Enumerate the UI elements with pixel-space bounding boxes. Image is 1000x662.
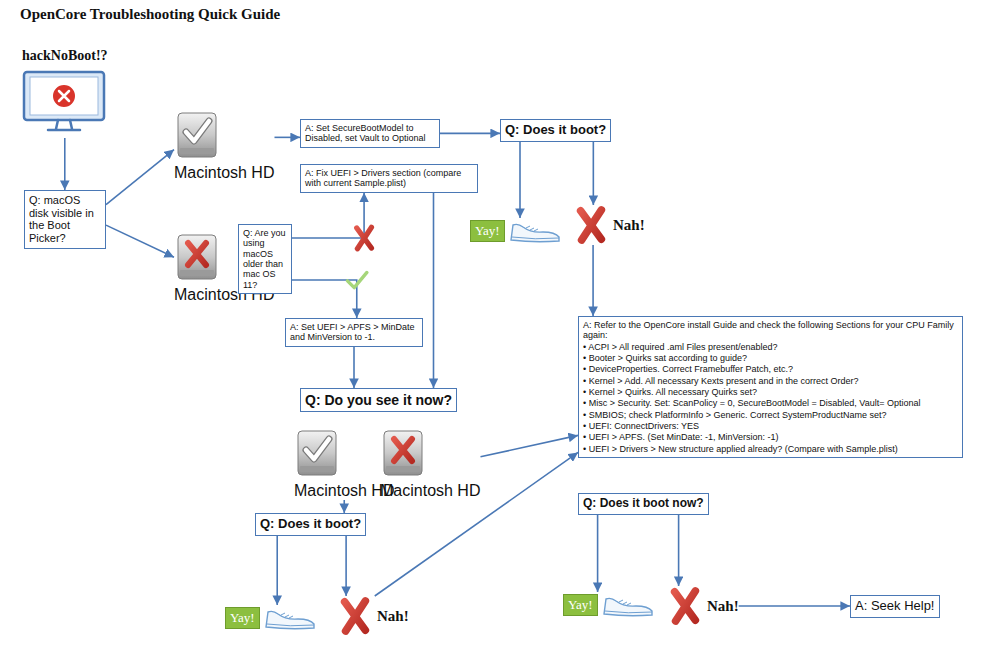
process-box: A: Refer to the OpenCore install Guide a… xyxy=(578,316,963,458)
disk-icon xyxy=(174,110,220,160)
monitor-icon-node: hackNoBoot!? xyxy=(22,48,108,138)
box-text: • Kernel > Add. All necessary Kexts pres… xyxy=(583,376,958,386)
process-box: Q: Does it boot? xyxy=(255,513,366,536)
flow-arrow xyxy=(292,280,357,318)
red-x-icon xyxy=(574,205,608,245)
monitor-icon xyxy=(22,70,106,134)
node-label: Yay! xyxy=(563,594,598,616)
process-box: A: Set SecureBootModel to Disabled, set … xyxy=(300,119,440,148)
shoe-icon xyxy=(509,218,561,244)
disk-ok-node: Macintosh HD xyxy=(174,110,274,182)
box-text: Q: Are you using macOS older than mac OS… xyxy=(243,228,287,290)
box-text: • ACPI > All required .aml Files present… xyxy=(583,342,958,352)
flow-arrow xyxy=(597,515,599,592)
process-box: A: Fix UEFI > Drivers section (compare w… xyxy=(300,164,478,193)
failure-mark: Nah! xyxy=(574,205,645,245)
box-text: Q: Do you see it now? xyxy=(305,392,452,408)
box-text: Q: Does it boot? xyxy=(260,517,361,532)
shoe-icon xyxy=(602,592,654,618)
box-text: A: Set SecureBootModel to Disabled, set … xyxy=(305,123,435,144)
process-box: A: Seek Help! xyxy=(850,595,940,618)
failure-mark: Nah! xyxy=(668,586,739,626)
shoe-icon xyxy=(264,605,316,631)
process-box: Q: macOS disk visible in the Boot Picker… xyxy=(24,190,106,249)
success-badge: Yay! xyxy=(563,592,654,618)
process-box: Q: Does it boot now? xyxy=(578,493,709,515)
box-text: • UEFI > Drivers > New structure applied… xyxy=(583,444,958,454)
flow-arrow xyxy=(593,142,595,205)
flow-arrow xyxy=(480,435,578,456)
box-text: A: Fix UEFI > Drivers section (compare w… xyxy=(305,168,473,189)
process-box: Q: Are you using macOS older than mac OS… xyxy=(238,224,292,294)
box-text: A: Set UEFI > APFS > MinDate and MinVers… xyxy=(290,322,418,343)
process-box: Q: Does it boot? xyxy=(500,119,611,142)
flow-arrow xyxy=(433,193,435,388)
flow-arrow xyxy=(739,605,850,607)
red-x-icon xyxy=(338,596,372,636)
flow-arrow xyxy=(519,142,521,218)
flow-arrow xyxy=(106,225,174,257)
flow-arrow xyxy=(64,138,66,190)
flow-arrow xyxy=(440,133,500,135)
flow-arrow xyxy=(106,150,174,205)
node-label: hackNoBoot!? xyxy=(22,48,108,64)
no-mark xyxy=(357,227,372,248)
node-label: Macintosh HD xyxy=(294,482,394,500)
box-text: • DeviceProperties. Correct Framebuffer … xyxy=(583,364,958,374)
box-text: • UEFI: ConnectDrivers: YES xyxy=(583,421,958,431)
process-box: A: Set UEFI > APFS > MinDate and MinVers… xyxy=(285,318,423,347)
node-label: Macintosh HD xyxy=(380,482,480,500)
box-text: Q: Does it boot now? xyxy=(583,497,704,511)
disk-icon xyxy=(294,428,340,478)
node-label: Nah! xyxy=(613,217,645,234)
disk-ok-node: Macintosh HD xyxy=(294,428,394,500)
box-text: A: Refer to the OpenCore install Guide a… xyxy=(583,320,958,341)
box-text: • Kernel > Quirks. All necessary Quirks … xyxy=(583,387,958,397)
flow-arrow xyxy=(592,245,594,316)
node-label: Macintosh HD xyxy=(174,164,274,182)
process-box: Q: Do you see it now? xyxy=(300,388,457,412)
failure-mark: Nah! xyxy=(338,596,409,636)
disk-icon xyxy=(380,428,426,478)
node-label: Nah! xyxy=(707,598,739,615)
flow-arrow xyxy=(343,500,345,513)
disk-icon xyxy=(174,232,220,282)
flow-arrow xyxy=(678,515,680,586)
disk-missing-node: Macintosh HD xyxy=(380,428,480,500)
success-badge: Yay! xyxy=(225,605,316,631)
box-text: • Misc > Security. Set: ScanPolicy = 0, … xyxy=(583,398,958,408)
flow-arrow xyxy=(276,536,278,605)
box-text: Q: Does it boot? xyxy=(505,123,606,138)
box-text: • Booter > Quirks sat according to guide… xyxy=(583,353,958,363)
success-badge: Yay! xyxy=(470,218,561,244)
node-label: Nah! xyxy=(377,608,409,625)
diagram-title: OpenCore Troubleshooting Quick Guide xyxy=(20,6,280,23)
red-x-icon xyxy=(668,586,702,626)
box-text: Q: macOS disk visible in the Boot Picker… xyxy=(29,194,101,245)
box-text: • UEFI > APFS. (Set MinDate: -1, MinVers… xyxy=(583,432,958,442)
flow-arrow xyxy=(274,137,300,139)
flow-arrow xyxy=(292,193,364,238)
box-text: A: Seek Help! xyxy=(855,599,935,614)
node-label: Yay! xyxy=(225,607,260,629)
box-text: • SMBIOS; check PlatformInfo > Generic. … xyxy=(583,410,958,420)
node-label: Yay! xyxy=(470,220,505,242)
flow-arrow xyxy=(345,536,347,596)
yes-mark xyxy=(347,272,366,287)
flow-arrow xyxy=(353,347,355,388)
